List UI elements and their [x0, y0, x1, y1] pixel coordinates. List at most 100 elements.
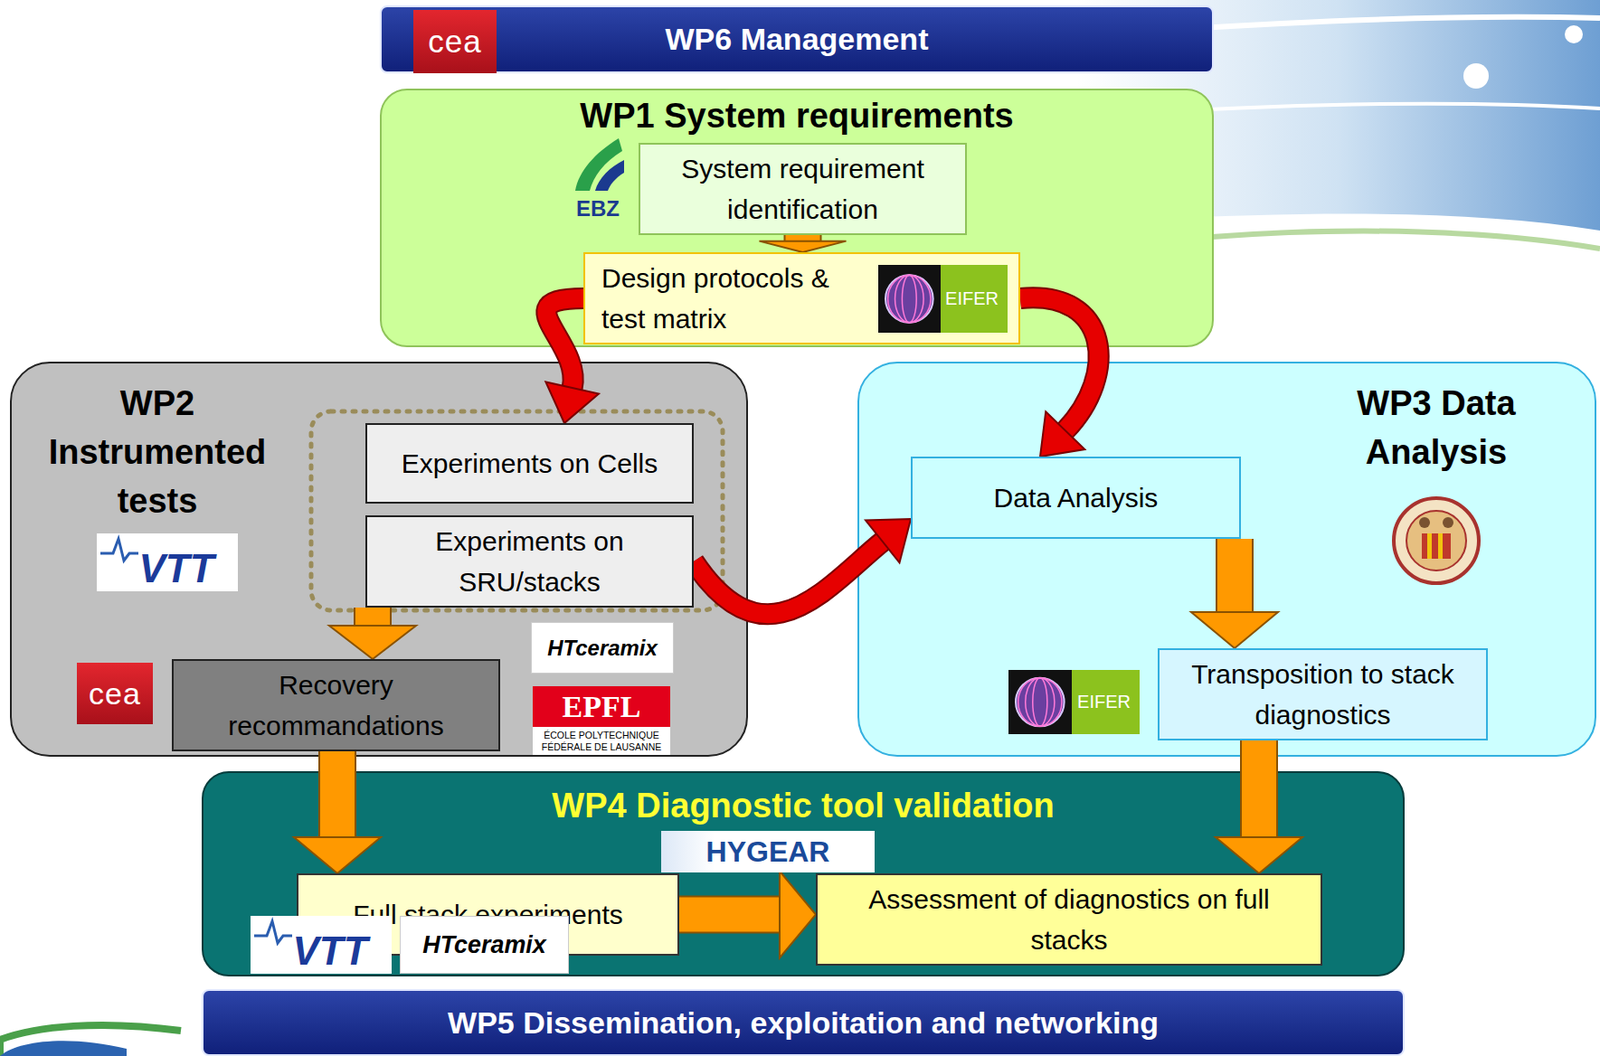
arrow-head	[759, 241, 847, 253]
logo: HTceramix	[399, 916, 569, 975]
arrow-head	[293, 837, 381, 874]
arrow-head	[865, 519, 911, 563]
logo-globe	[878, 265, 941, 333]
arrow-shaft	[546, 298, 584, 389]
swoosh-line	[1211, 231, 1600, 249]
globe-meridian	[1018, 678, 1062, 728]
block-arrow	[329, 607, 417, 660]
globe-meridian	[1025, 678, 1055, 728]
arrow-head	[1215, 837, 1303, 874]
arrow-outline	[1020, 297, 1099, 431]
block-arrow	[679, 871, 816, 959]
band-title: WP6 Management	[390, 18, 1203, 59]
logo-text: EIFER	[945, 288, 999, 310]
process-box: Transposition to stack diagnostics	[1157, 648, 1488, 741]
box-text: Data Analysis	[921, 477, 1231, 519]
arrow-outline	[679, 896, 780, 935]
box-text: System requirement identification	[649, 148, 957, 230]
logo: EPFL	[532, 686, 671, 728]
logo-text: ÉCOLE POLYTECHNIQUE FÉDÉRALE DE LAUSANNE	[532, 729, 671, 752]
arrow-outline	[546, 298, 584, 389]
process-box: Assessment of diagnostics on full stacks	[815, 873, 1323, 966]
arrow-head	[329, 625, 417, 660]
block-arrow	[293, 751, 381, 874]
footer-band: WP5 Dissemination, exploitation and netw…	[201, 989, 1405, 1056]
logo-text: VTT	[292, 931, 368, 972]
arrow-outline	[353, 607, 392, 626]
star-dot	[1463, 63, 1489, 89]
logo: VTT	[96, 533, 238, 592]
block-arrow	[759, 235, 847, 253]
curved-arrow	[545, 298, 599, 424]
arrow-shaft	[679, 898, 780, 933]
logo-text: EIFER	[1077, 691, 1131, 713]
arrow-outline	[1240, 740, 1279, 838]
box-text: Experiments on SRU/stacks	[376, 520, 683, 603]
curved-arrow	[1020, 297, 1099, 457]
arrow-shaft	[320, 751, 355, 838]
arrow-head	[545, 381, 599, 424]
logo: cea	[76, 662, 153, 725]
globe-meridian	[895, 274, 925, 323]
logo: EBZ	[568, 134, 628, 220]
arrow-outline	[318, 751, 357, 838]
logo-text: HTceramix	[422, 931, 546, 960]
panel-title: WP3 Data Analysis	[1282, 379, 1591, 478]
globe	[885, 274, 934, 323]
arrow-shaft	[355, 607, 390, 626]
panel-title: WP2 Instrumented tests	[17, 379, 298, 527]
logo: HTceramix	[530, 622, 674, 674]
arrow-outline	[693, 541, 883, 615]
box-text: Transposition to stack diagnostics	[1168, 653, 1477, 736]
box-text: Assessment of diagnostics on full stacks	[826, 879, 1312, 961]
logo: HYGEAR	[661, 831, 875, 873]
logo-text: VTT	[138, 549, 214, 589]
globe-meridian	[888, 274, 931, 323]
box-text: Recovery recommandations	[182, 664, 490, 747]
arrow-shaft	[1020, 297, 1099, 431]
process-box: System requirement identification	[638, 142, 967, 236]
block-arrow	[1191, 539, 1279, 649]
arrow-shaft	[1241, 740, 1277, 838]
logo: ÉCOLE POLYTECHNIQUE FÉDÉRALE DE LAUSANNE	[532, 727, 671, 756]
arrow-head	[1191, 612, 1279, 649]
logo-text: HYGEAR	[706, 835, 831, 870]
dotted-group	[311, 411, 723, 611]
logo: VTT	[250, 916, 392, 975]
process-box: Experiments on Cells	[365, 423, 694, 504]
logo-text: HTceramix	[547, 635, 658, 662]
corner-arc	[0, 1041, 127, 1056]
process-box: Recovery recommandations	[171, 659, 501, 752]
logo-text: EPFL	[562, 690, 642, 725]
box-text: Experiments on Cells	[376, 443, 683, 484]
logo-text: cea	[88, 676, 142, 712]
process-box: Data Analysis	[910, 456, 1241, 540]
pulse-line	[100, 539, 139, 561]
block-arrow	[1215, 740, 1303, 874]
panel-title: WP4 Diagnostic tool validation	[203, 784, 1403, 829]
globe-meridian	[901, 274, 917, 323]
box-text: Design protocols & test matrix	[601, 257, 847, 340]
logo-text: cea	[427, 23, 482, 60]
logo: EIFER	[878, 265, 1008, 333]
band-title: WP5 Dissemination, exploitation and netw…	[212, 1003, 1394, 1043]
pulse-line	[254, 921, 293, 944]
logo: cea	[413, 9, 497, 74]
corner-arc	[0, 1025, 181, 1056]
star-dot	[1564, 25, 1583, 44]
logo: EIFER	[1008, 670, 1140, 735]
panel-title: WP1 System requirements	[381, 94, 1212, 139]
logo-text: EBZ	[576, 198, 620, 220]
header-band: WP6 Management	[379, 5, 1214, 74]
logo-globe	[1008, 670, 1072, 735]
arrow-shaft	[1217, 539, 1252, 613]
globe	[1015, 678, 1065, 728]
arrow-outline	[1215, 539, 1254, 613]
curved-arrow	[693, 519, 911, 615]
arrow-head	[779, 871, 816, 959]
arrow-shaft	[693, 541, 883, 615]
swoosh-blue	[595, 160, 625, 191]
university-seal	[1393, 498, 1479, 584]
arrow-head	[1040, 411, 1085, 457]
globe-meridian	[1032, 678, 1048, 728]
